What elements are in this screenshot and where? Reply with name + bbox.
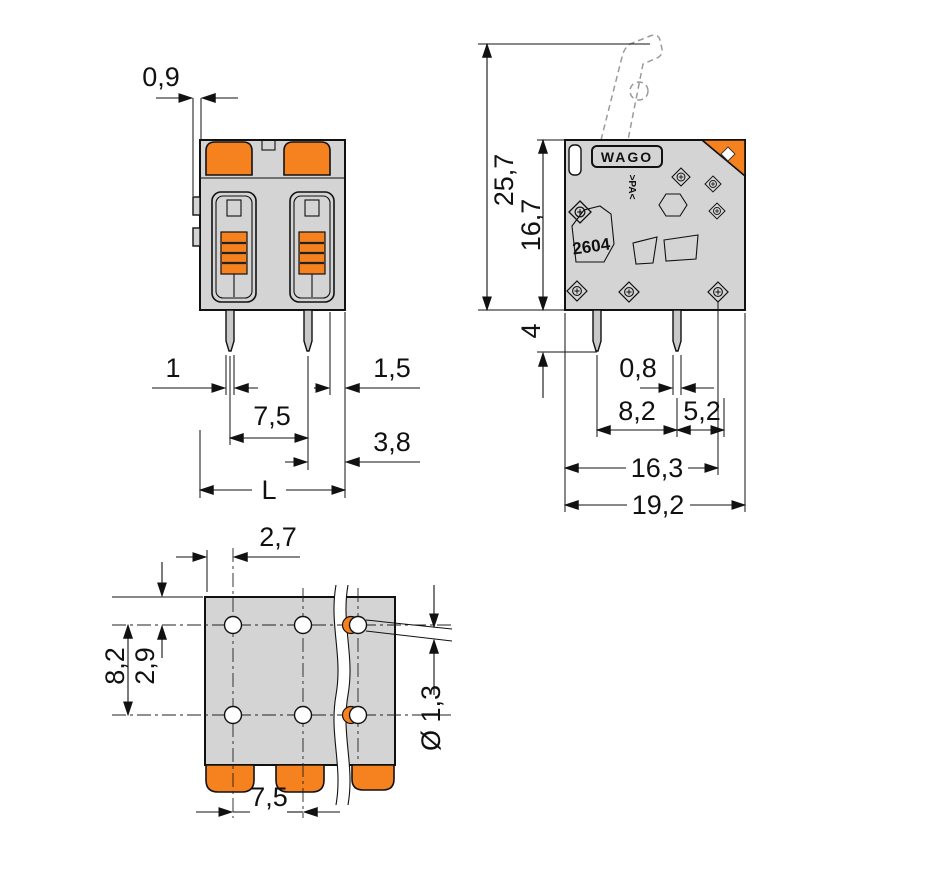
dim-25-7: 25,7 <box>478 42 650 312</box>
top-notch <box>261 139 276 151</box>
dim-label: 3,8 <box>373 427 411 457</box>
top-slot <box>568 144 582 176</box>
dim-label: L <box>261 475 276 505</box>
brand-logo: WAGO <box>601 149 653 165</box>
dim-label: 7,5 <box>250 782 288 812</box>
pin-hole <box>223 705 243 725</box>
solder-pin <box>225 309 235 352</box>
dim-8-2-footprint: 8,2 <box>100 623 133 717</box>
dim-16-7: 16,7 <box>516 138 565 312</box>
solder-pin <box>303 309 313 352</box>
break-gap <box>333 585 351 805</box>
dim-label: 8,2 <box>618 396 656 426</box>
pin-hole <box>348 705 368 725</box>
dim-label: 19,2 <box>632 490 685 520</box>
push-button <box>283 141 331 176</box>
pin-hole <box>293 705 313 725</box>
front-view: 0,9 1 1,5 7,5 3,8 <box>142 62 420 505</box>
lever-phantom <box>600 34 663 141</box>
dim-label: Ø 1,3 <box>416 685 446 751</box>
bottom-tab <box>205 764 255 793</box>
dim-label: 7,5 <box>253 401 291 431</box>
corner-wedge <box>699 139 746 178</box>
molded-hexagon <box>658 193 688 217</box>
bottom-tab <box>351 764 395 791</box>
dim-2-7: 2,7 <box>176 522 300 592</box>
dim-label: 1,5 <box>373 353 411 383</box>
material-mark-icon: >PA< <box>626 175 637 200</box>
dim-label: 1 <box>165 353 180 383</box>
dim-label: 0,9 <box>142 62 180 92</box>
bottom-tab <box>275 764 325 793</box>
dim-4: 4 <box>516 323 597 398</box>
break-line <box>333 584 339 806</box>
side-view: WAGO >PA< 2604 25,7 16,7 <box>478 34 747 520</box>
dim-hole-dia: Ø 1,3 <box>365 585 453 751</box>
dim-5-2: 5,2 <box>675 396 726 435</box>
wedge-diamond-icon <box>720 146 736 162</box>
pin-hole <box>348 615 368 635</box>
dim-label: 8,2 <box>100 647 130 685</box>
dim-3-8: 3,8 <box>285 427 420 467</box>
dim-1: 1 <box>152 353 258 395</box>
side-tab <box>192 227 201 247</box>
dim-label: 5,2 <box>683 396 721 426</box>
footprint-view: 2,7 2,9 8,2 Ø 1,3 7,5 <box>100 522 455 818</box>
dim-0-9: 0,9 <box>142 62 238 196</box>
dim-8-2: 8,2 <box>595 355 725 437</box>
dim-label: 2,9 <box>130 647 160 685</box>
solder-pin <box>592 309 602 352</box>
dim-0-8: 0,8 <box>619 353 714 395</box>
dim-label: 16,7 <box>516 199 546 252</box>
side-body <box>564 139 746 311</box>
molded-region <box>571 205 615 263</box>
solder-pin <box>672 309 682 352</box>
dim-19-2: 19,2 <box>563 313 747 520</box>
pin-hole <box>223 615 243 635</box>
push-button <box>205 141 253 176</box>
side-tab <box>192 196 201 216</box>
dim-16-3: 16,3 <box>563 302 720 512</box>
dim-7-5: 7,5 <box>228 356 310 470</box>
clamp-cavity <box>289 191 335 303</box>
dim-7-5-footprint: 7,5 <box>196 782 340 817</box>
dim-label: 16,3 <box>631 453 684 483</box>
molded-region <box>632 236 658 265</box>
dim-L: L <box>198 430 347 505</box>
molded-region <box>663 234 699 262</box>
dim-2-9: 2,9 <box>112 562 203 685</box>
clamp-cavity <box>211 191 257 303</box>
dim-1-5: 1,5 <box>314 312 420 498</box>
pin-hole <box>293 615 313 635</box>
dim-label: 25,7 <box>489 154 519 207</box>
dim-label: 4 <box>516 323 546 338</box>
dim-label: 2,7 <box>259 522 297 552</box>
brand-box <box>591 145 663 168</box>
dim-label: 0,8 <box>619 353 657 383</box>
